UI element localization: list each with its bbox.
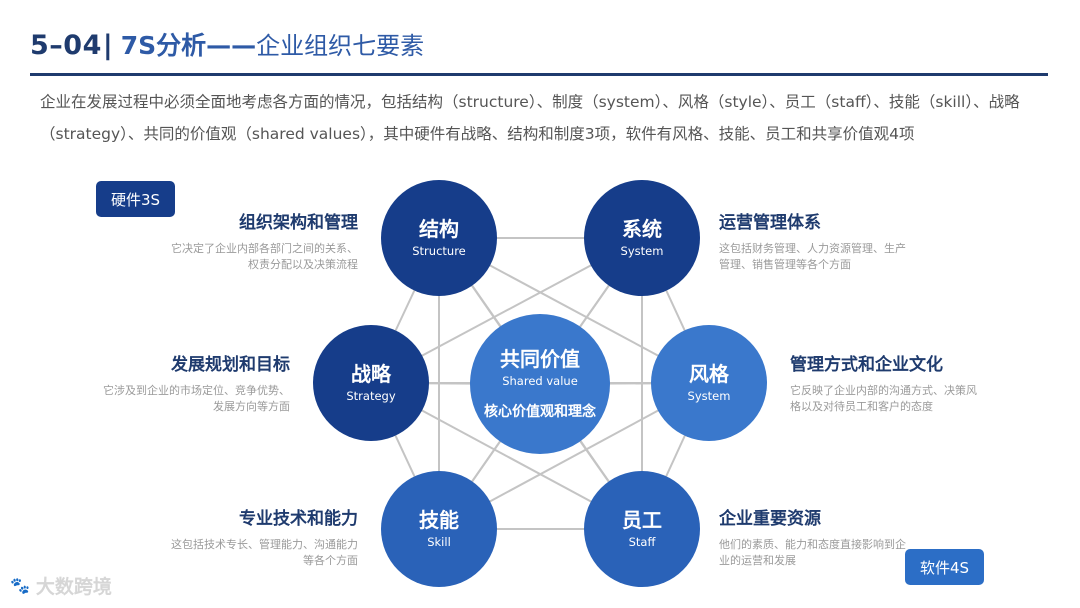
desc-structure: 组织架构和管理 它决定了企业内部各部门之间的关系、 权责分配以及决策流程 [118, 208, 358, 273]
desc-staff: 企业重要资源 他们的素质、能力和态度直接影响到企 业的运营和发展 [719, 504, 959, 569]
node-style: 风格 System [651, 325, 767, 441]
slide-subtitle: 企业组织七要素 [256, 32, 425, 60]
desc-system-title: 运营管理体系 [719, 213, 821, 233]
desc-strategy-line1: 它涉及到企业的市场定位、竞争优势、 [103, 384, 290, 397]
section-number: 5–04 [30, 30, 102, 61]
header-separator: | [102, 30, 113, 61]
desc-structure-line2: 权责分配以及决策流程 [248, 258, 358, 271]
node-strategy-en: Strategy [346, 389, 396, 403]
logo-icon: 🐾 [10, 576, 30, 595]
slide-header: 5–04 | 7S分析—— 企业组织七要素 [30, 26, 424, 66]
node-style-cn: 风格 [689, 362, 729, 386]
desc-skill-line2: 等各个方面 [303, 554, 358, 567]
watermark-text: 大数跨境 [35, 576, 112, 598]
node-system-cn: 系统 [622, 217, 662, 241]
node-structure: 结构 Structure [381, 180, 497, 296]
node-skill-en: Skill [427, 535, 451, 549]
desc-skill-title: 专业技术和能力 [239, 509, 358, 529]
desc-structure-title: 组织架构和管理 [239, 213, 358, 233]
node-shared-value: 共同价值 Shared value 核心价值观和理念 [470, 314, 610, 454]
node-staff: 员工 Staff [584, 471, 700, 587]
desc-system-line1: 这包括财务管理、人力资源管理、生产 [719, 242, 906, 255]
node-structure-cn: 结构 [419, 217, 459, 241]
header-rule [30, 73, 1048, 76]
node-system: 系统 System [584, 180, 700, 296]
desc-skill-line1: 这包括技术专长、管理能力、沟通能力 [171, 538, 358, 551]
desc-staff-line2: 业的运营和发展 [719, 554, 796, 567]
node-structure-en: Structure [412, 244, 466, 258]
desc-staff-line1: 他们的素质、能力和态度直接影响到企 [719, 538, 906, 551]
node-staff-en: Staff [628, 535, 656, 549]
desc-structure-line1: 它决定了企业内部各部门之间的关系、 [171, 242, 358, 255]
hard-3s-tag: 硬件3S [96, 181, 175, 217]
node-staff-cn: 员工 [622, 508, 662, 532]
desc-system: 运营管理体系 这包括财务管理、人力资源管理、生产 管理、销售管理等各个方面 [719, 208, 959, 273]
intro-paragraph: 企业在发展过程中必须全面地考虑各方面的情况，包括结构（structure）、制度… [40, 93, 1020, 143]
desc-staff-title: 企业重要资源 [719, 509, 821, 529]
desc-style-line1: 它反映了企业内部的沟通方式、决策风 [790, 384, 977, 397]
node-strategy: 战略 Strategy [313, 325, 429, 441]
node-style-en: System [687, 389, 731, 403]
watermark: 🐾 大数跨境 [10, 572, 112, 599]
soft-4s-tag: 软件4S [905, 549, 984, 585]
desc-strategy-line2: 发展方向等方面 [213, 400, 290, 413]
slide-title: 7S分析—— [120, 31, 257, 60]
desc-style-title: 管理方式和企业文化 [790, 355, 943, 375]
desc-strategy: 发展规划和目标 它涉及到企业的市场定位、竞争优势、 发展方向等方面 [50, 350, 290, 415]
node-skill-cn: 技能 [419, 508, 459, 532]
node-shared-value-en: Shared value [502, 374, 578, 388]
desc-skill: 专业技术和能力 这包括技术专长、管理能力、沟通能力 等各个方面 [118, 504, 358, 569]
node-skill: 技能 Skill [381, 471, 497, 587]
desc-system-line2: 管理、销售管理等各个方面 [719, 258, 851, 271]
node-shared-value-cn: 共同价值 [500, 347, 580, 371]
desc-style-line2: 格以及对待员工和客户的态度 [790, 400, 933, 413]
node-shared-value-core: 核心价值观和理念 [484, 404, 596, 420]
node-system-en: System [620, 244, 664, 258]
desc-style: 管理方式和企业文化 它反映了企业内部的沟通方式、决策风 格以及对待员工和客户的态… [790, 350, 1030, 415]
desc-strategy-title: 发展规划和目标 [171, 355, 290, 375]
node-strategy-cn: 战略 [351, 362, 391, 386]
